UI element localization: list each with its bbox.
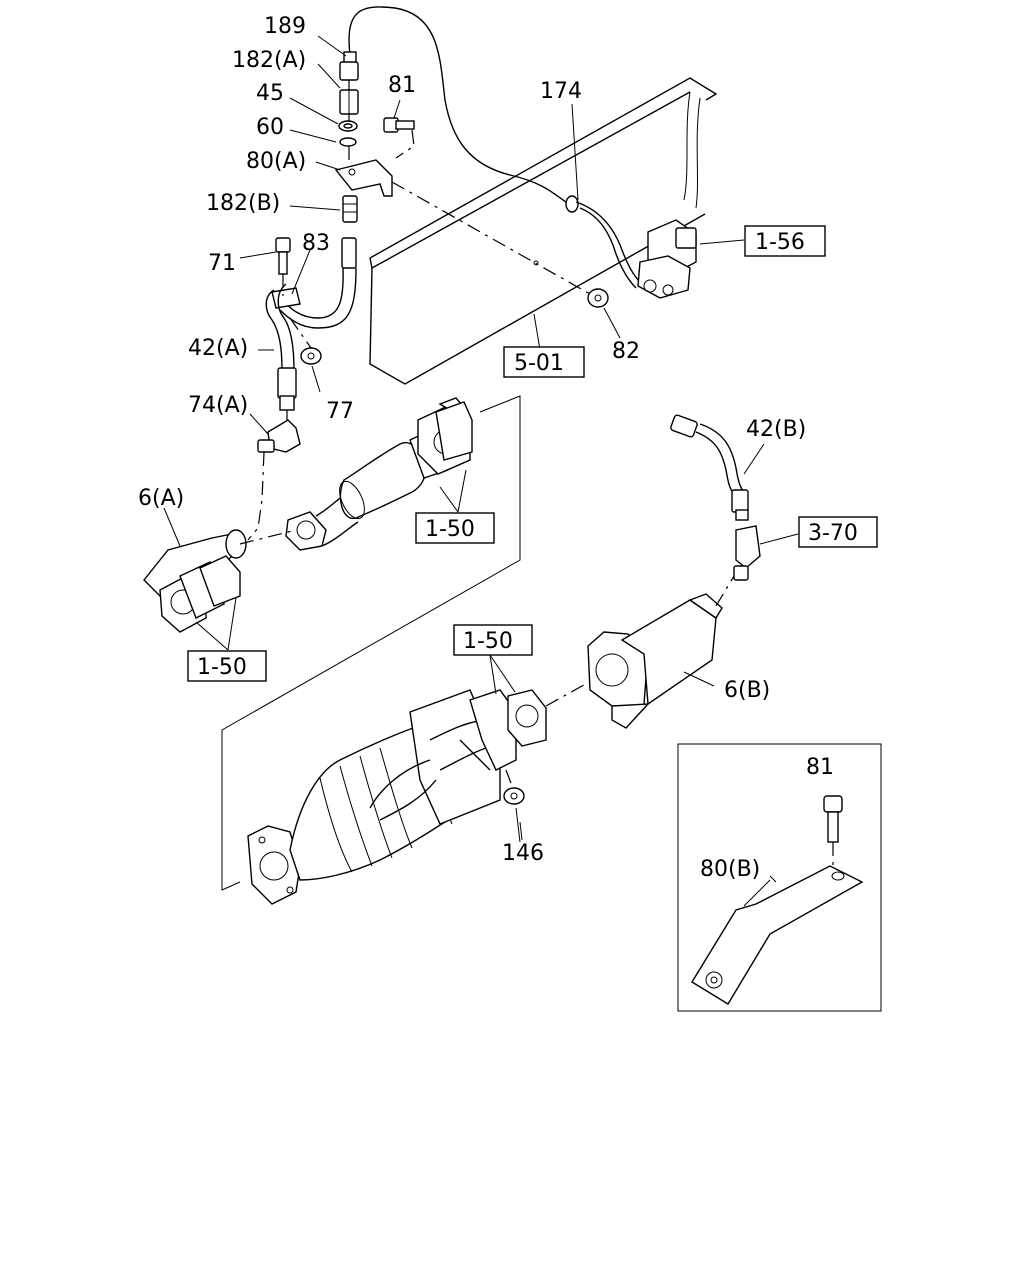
part-83-tube xyxy=(271,237,357,329)
part-182b-connector xyxy=(342,195,358,223)
label-81: 81 xyxy=(388,73,416,98)
label-182a: 182(A) xyxy=(232,48,306,73)
ref-1-50-bottom-label: 1-50 xyxy=(463,629,513,654)
part-42a-hose xyxy=(265,283,297,411)
ref-box-1-50-left: 1-50 xyxy=(187,650,267,682)
label-174: 174 xyxy=(540,79,582,104)
label-83: 83 xyxy=(302,231,330,256)
part-74a-fitting xyxy=(247,410,301,541)
ref-box-1-56: 1-56 xyxy=(744,225,826,257)
label-45: 45 xyxy=(256,81,284,106)
label-146: 146 xyxy=(502,841,544,866)
label-60: 60 xyxy=(256,115,284,140)
catalyst-dpf xyxy=(247,689,517,905)
frame-rail xyxy=(369,77,718,385)
label-182b: 182(B) xyxy=(206,191,280,216)
label-6a: 6(A) xyxy=(138,486,184,511)
part-6a-shield xyxy=(143,529,297,633)
label-189: 189 xyxy=(264,14,306,39)
part-370-fitting xyxy=(733,525,761,581)
label-42b: 42(B) xyxy=(746,417,806,442)
label-80b: 80(B) xyxy=(700,857,760,882)
ref-5-01-label: 5-01 xyxy=(514,351,564,376)
ref-box-3-70: 3-70 xyxy=(798,516,878,548)
part-189-plug xyxy=(339,51,359,81)
leader-lines xyxy=(163,35,799,907)
ref-box-1-50-center: 1-50 xyxy=(415,512,495,544)
label-81-inset: 81 xyxy=(806,755,834,780)
part-77-nut xyxy=(289,317,322,365)
label-71: 71 xyxy=(208,251,236,276)
ref-1-50-center-label: 1-50 xyxy=(425,517,475,542)
part-146-nut xyxy=(503,769,525,805)
hose-189 xyxy=(348,6,571,206)
part-156-module xyxy=(637,219,697,299)
label-42a: 42(A) xyxy=(188,336,248,361)
part-42b-sensor xyxy=(670,414,749,521)
ref-box-5-01: 5-01 xyxy=(503,346,585,378)
label-80a: 80(A) xyxy=(246,149,306,174)
part-82-nut xyxy=(587,288,609,308)
gasket-catalyst xyxy=(507,689,547,747)
label-6b: 6(B) xyxy=(724,678,770,703)
part-81-bolt xyxy=(383,117,415,133)
label-77: 77 xyxy=(326,399,354,424)
part-60-washer xyxy=(338,120,358,147)
part-71-bolt xyxy=(275,237,291,296)
label-82: 82 xyxy=(612,339,640,364)
label-74a: 74(A) xyxy=(188,393,248,418)
ref-box-1-50-bottom: 1-50 xyxy=(453,624,533,656)
part-6b-shield xyxy=(587,575,735,729)
ref-1-50-left-label: 1-50 xyxy=(197,655,247,680)
ref-3-70-label: 3-70 xyxy=(808,521,858,546)
part-45-nut xyxy=(339,89,359,115)
part-80a-bracket xyxy=(334,159,393,197)
inset-detail xyxy=(677,743,882,1012)
part-174-sensor xyxy=(565,195,641,289)
ref-1-56-label: 1-56 xyxy=(755,230,805,255)
